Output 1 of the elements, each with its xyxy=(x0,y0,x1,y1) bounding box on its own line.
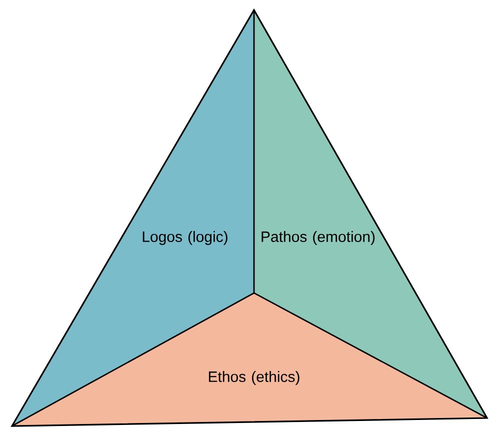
segment: Ethos (ethics) xyxy=(12,293,487,426)
